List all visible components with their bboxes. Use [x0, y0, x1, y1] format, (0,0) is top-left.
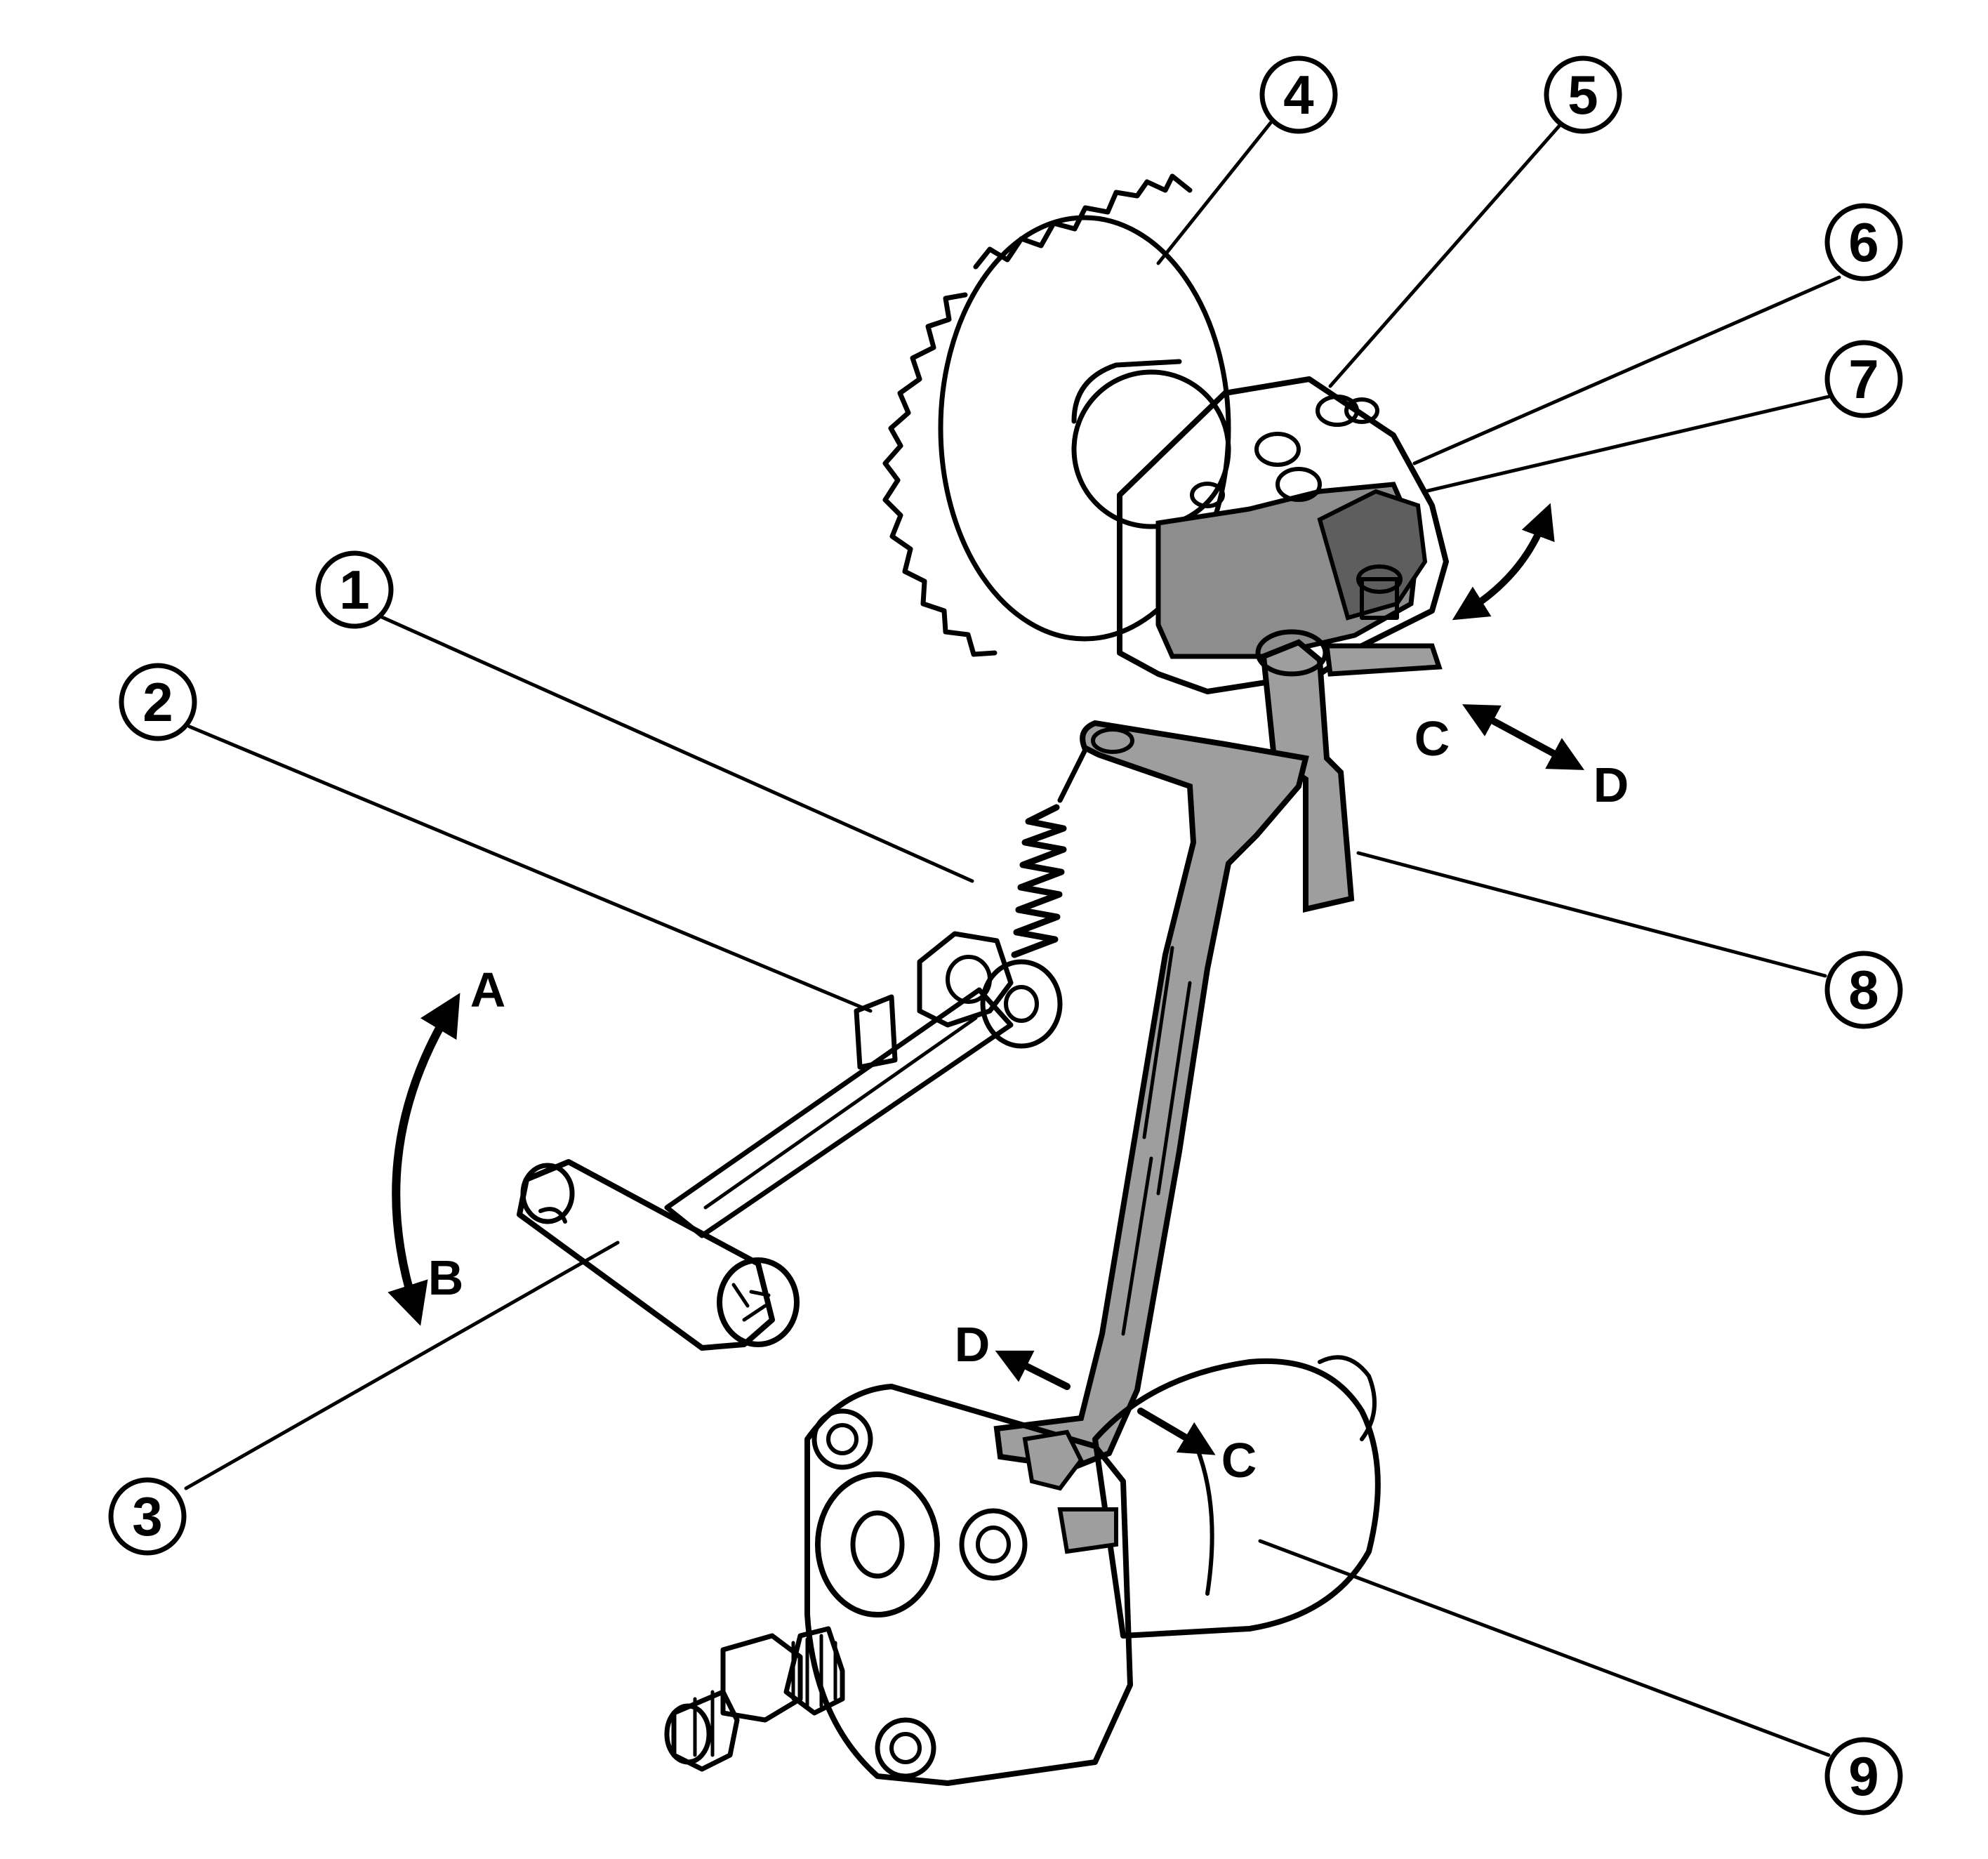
callout-6: 6 — [1824, 203, 1903, 282]
callout-9: 9 — [1824, 1737, 1903, 1815]
callout-8: 8 — [1824, 951, 1903, 1029]
leader-5 — [1328, 121, 1564, 388]
leader-6 — [1412, 275, 1841, 465]
callout-3: 3 — [108, 1477, 187, 1556]
gear-teeth — [882, 173, 1193, 657]
callout-2-label: 2 — [143, 671, 173, 733]
callout-5-label: 5 — [1568, 64, 1598, 126]
long-rod — [993, 720, 1309, 1471]
callout-4-label: 4 — [1283, 64, 1313, 126]
callout-5: 5 — [1544, 55, 1622, 134]
callout-1: 1 — [315, 550, 394, 629]
callout-8-label: 8 — [1848, 959, 1878, 1021]
callout-7: 7 — [1824, 340, 1903, 418]
pump-body — [664, 1355, 1381, 1786]
leader-lines — [184, 121, 1841, 1757]
spring — [1011, 748, 1087, 958]
gear — [882, 173, 1231, 657]
callout-9-label: 9 — [1848, 1745, 1878, 1807]
callout-1-label: 1 — [339, 559, 369, 621]
leader-3 — [184, 1241, 620, 1490]
lever-and-shaft — [517, 931, 1063, 1351]
direction-arrows — [387, 503, 1585, 1446]
leader-8 — [1356, 851, 1827, 978]
label-c-upper: C — [1414, 711, 1450, 766]
label-b: B — [428, 1250, 464, 1305]
callout-6-label: 6 — [1848, 211, 1878, 273]
arrow-d-c-lower — [1011, 1358, 1200, 1446]
callout-2: 2 — [119, 663, 197, 741]
callout-4: 4 — [1259, 55, 1338, 134]
leader-9 — [1258, 1539, 1831, 1757]
leader-1 — [373, 612, 974, 883]
label-c-lower: C — [1221, 1433, 1257, 1488]
arrow-governor — [1452, 503, 1555, 621]
governor-housing — [1117, 376, 1449, 694]
leader-4 — [1156, 121, 1273, 265]
arrow-c-d-upper — [1462, 704, 1585, 770]
arrow-a-b — [387, 993, 460, 1326]
callout-3-label: 3 — [132, 1486, 162, 1547]
label-d-upper: D — [1593, 758, 1629, 812]
callout-7-label: 7 — [1848, 348, 1878, 410]
leader-2 — [187, 725, 873, 1013]
label-a: A — [470, 962, 506, 1017]
leader-7 — [1423, 395, 1831, 494]
label-d-lower: D — [955, 1317, 990, 1372]
